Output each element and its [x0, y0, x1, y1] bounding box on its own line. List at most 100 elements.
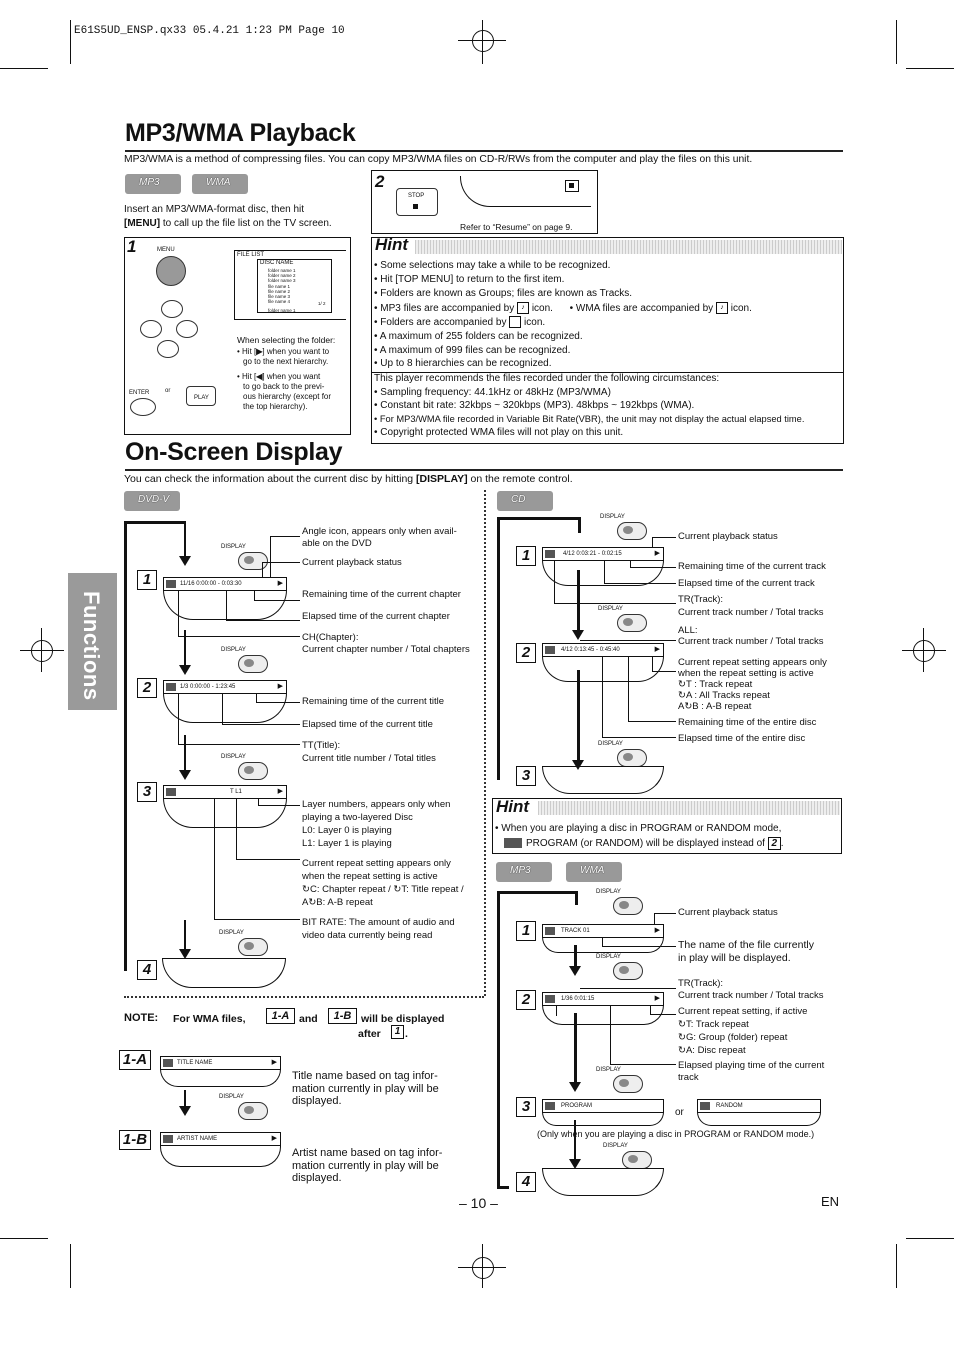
display-button-hand[interactable]	[238, 655, 268, 673]
tv-outline	[160, 1069, 281, 1087]
dvd-arrow-head	[179, 556, 191, 566]
tr-icon	[504, 838, 522, 849]
mp3-step-2: 2	[516, 990, 536, 1010]
mp3-flow-top	[497, 891, 577, 895]
tv-outline	[163, 798, 287, 828]
leader-line	[602, 946, 676, 947]
leader-line	[652, 537, 676, 538]
leader-line	[652, 537, 653, 547]
or-label: or	[165, 388, 171, 394]
title-name-desc: Title name based on tag infor-mation cur…	[292, 1070, 439, 1107]
display-button-hand[interactable]	[613, 1075, 643, 1093]
display-button-hand[interactable]	[617, 522, 647, 540]
leader-line	[604, 583, 676, 584]
leader-line	[256, 702, 300, 703]
leader-line	[554, 561, 555, 603]
tv-outline	[542, 1112, 664, 1126]
display-label: DISPLAY	[596, 954, 621, 960]
cd-arrow	[577, 570, 580, 632]
display-button-hand[interactable]	[238, 552, 268, 570]
mp3-flow-bottom	[497, 1186, 509, 1189]
stop-button[interactable]	[396, 188, 438, 216]
hint-box	[371, 237, 844, 444]
registration-mark	[458, 40, 506, 41]
folder-bullet-2: • Hit [◀] when you want to go back to th…	[237, 372, 332, 411]
flow-arrow-head	[179, 1106, 191, 1116]
cd-screen-1: 4/12 0:03:21 - 0:02:15▶	[542, 547, 664, 561]
display-button-hand[interactable]	[617, 614, 647, 632]
dvd-screen-1: 11/16 0:00:00 - 0:03:30▶	[163, 577, 287, 591]
tv-outline	[697, 1112, 821, 1126]
leader-line	[254, 600, 300, 601]
dvd-screen-2: 1/3 0:00:00 - 1:23:45▶	[163, 680, 287, 694]
enter-button[interactable]	[130, 398, 156, 416]
display-button-hand[interactable]	[613, 962, 643, 980]
cd-step-2: 2	[516, 643, 536, 663]
leader-line	[654, 913, 655, 925]
mp3-arrow	[574, 945, 577, 967]
display-label: DISPLAY	[603, 1143, 628, 1149]
mp3-badge: MP3	[125, 174, 181, 194]
refer-resume: Refer to “Resume” on page 9.	[460, 222, 573, 232]
leader-line	[258, 799, 259, 805]
artist-name-screen: ARTIST NAME▶	[160, 1132, 281, 1146]
display-button-hand[interactable]	[238, 1102, 268, 1120]
tv-outline	[162, 958, 286, 988]
leader-line	[602, 657, 603, 737]
leader-line	[262, 562, 263, 578]
leader-line	[262, 562, 300, 563]
display-button-hand[interactable]	[238, 938, 268, 956]
cd-badge: CD	[497, 491, 553, 511]
display-button-hand[interactable]	[238, 762, 268, 780]
stop-icon	[413, 204, 418, 209]
crop-mark	[906, 68, 954, 69]
leader-line	[178, 591, 179, 636]
display-button-hand[interactable]	[617, 749, 647, 767]
note-period: .	[405, 1028, 408, 1040]
play-button[interactable]	[186, 386, 216, 406]
hint2-line1: • When you are playing a disc in PROGRAM…	[495, 823, 782, 834]
insert-instruction-1: Insert an MP3/WMA-format disc, then hit	[124, 204, 305, 215]
note-badge-1a: 1-A	[266, 1008, 295, 1024]
file-list-page: 1/ 2	[318, 301, 326, 306]
leader-line	[226, 591, 227, 621]
up-button[interactable]	[161, 300, 183, 318]
mp3-screen-random: RANDOM	[697, 1099, 821, 1113]
only-when-note: (Only when you are playing a disc in PRO…	[537, 1129, 815, 1139]
left-button[interactable]	[140, 320, 162, 338]
menu-button[interactable]	[156, 256, 186, 286]
tv-outline	[542, 1005, 664, 1025]
registration-mark	[31, 640, 53, 662]
cd-screen-2: 4/12 0:13:45 - 0:45:40▶	[542, 643, 664, 657]
dvd-step-2: 2	[137, 678, 157, 698]
file-list-title: FILE LIST	[237, 252, 265, 258]
right-button[interactable]	[176, 320, 198, 338]
leader-line	[630, 567, 676, 568]
leader-line	[222, 724, 300, 725]
dvd-badge: DVD-V	[124, 491, 180, 511]
display-button-hand[interactable]	[622, 1151, 652, 1169]
leader-line	[178, 636, 300, 637]
mp3-flow-left	[497, 891, 500, 1189]
file-list-screen	[234, 250, 346, 320]
crop-mark	[0, 68, 48, 69]
display-label: DISPLAY	[598, 741, 623, 747]
wma-badge: WMA	[192, 174, 248, 194]
file-list-panel	[257, 259, 332, 313]
dvd-arrow-head	[179, 665, 191, 675]
cd-arrow	[578, 517, 581, 533]
hint2-box	[492, 798, 842, 854]
folder-icon	[509, 316, 522, 329]
hint2-bar	[538, 801, 840, 815]
display-button-hand[interactable]	[613, 897, 643, 915]
down-button[interactable]	[157, 340, 179, 358]
display-label: DISPLAY	[219, 930, 244, 936]
registration-mark	[472, 30, 494, 52]
step-1b: 1-B	[119, 1130, 151, 1150]
leader-line	[254, 591, 255, 601]
tv-outline	[542, 1168, 664, 1196]
leader-line	[650, 1006, 651, 1014]
display-label: DISPLAY	[596, 1067, 621, 1073]
step2-number: 2	[375, 172, 385, 191]
